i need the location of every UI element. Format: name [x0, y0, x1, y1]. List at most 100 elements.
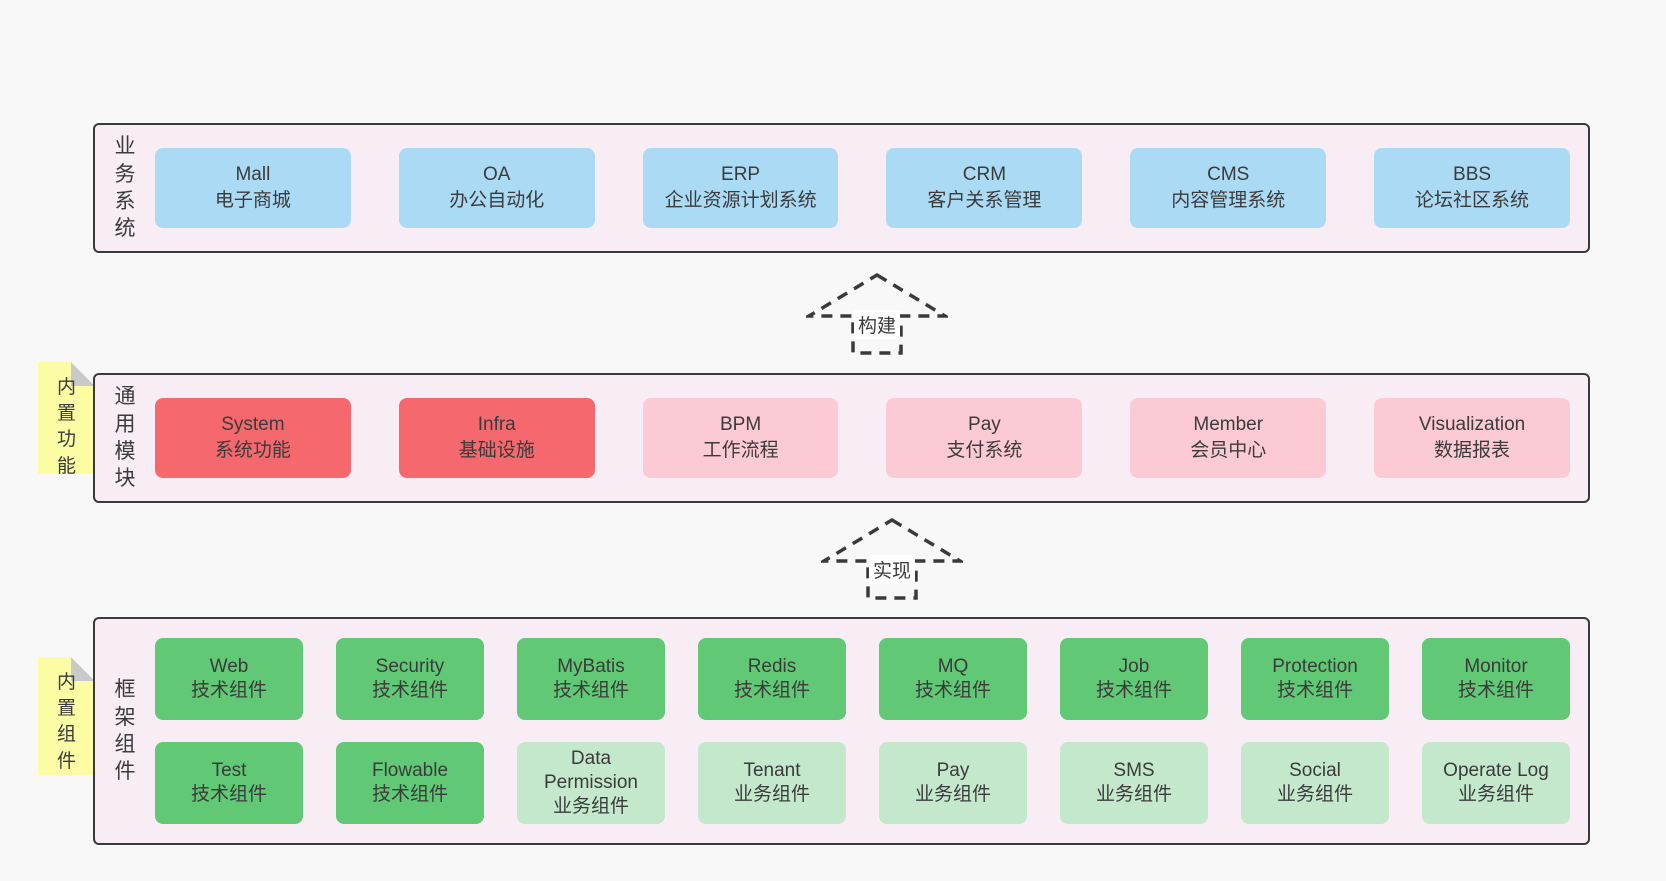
- arrow-implement: 实现: [821, 517, 963, 601]
- box-tenant: Tenant 业务组件: [698, 742, 846, 824]
- box-operate-log: Operate Log 业务组件: [1422, 742, 1570, 824]
- box-subtitle: 支付系统: [946, 440, 1023, 461]
- box-subtitle: 基础设施: [458, 440, 535, 461]
- box-title: CRM: [962, 164, 1007, 186]
- box-bpm: BPM 工作流程: [642, 398, 839, 478]
- box-title: ERP: [721, 164, 761, 186]
- sticky-note-builtin-components: 内置组件: [38, 657, 95, 775]
- box-title: Mall: [235, 164, 271, 186]
- box-title: Job: [1118, 655, 1150, 677]
- layer-label-text: 业务系统: [114, 135, 136, 241]
- box-monitor: Monitor 技术组件: [1422, 638, 1570, 720]
- box-subtitle: 内容管理系统: [1171, 190, 1286, 211]
- layer-label-text: 框架组件: [114, 678, 136, 784]
- box-data-permission: Data Permission 业务组件: [517, 742, 665, 824]
- box-subtitle: 技术组件: [1276, 680, 1353, 701]
- box-subtitle: 办公自动化: [449, 190, 545, 211]
- box-subtitle: 技术组件: [733, 680, 810, 701]
- box-title: Protection: [1272, 655, 1358, 677]
- box-subtitle: 数据报表: [1434, 440, 1511, 461]
- box-title: SMS: [1113, 759, 1155, 781]
- layer-label-modules: 通用模块: [95, 383, 155, 492]
- box-title: MQ: [937, 655, 969, 677]
- box-title: OA: [483, 164, 511, 186]
- business-boxes-row: Mall 电子商城 OA 办公自动化 ERP 企业资源计划系统 CRM 客户关系…: [155, 148, 1588, 228]
- box-title: Infra: [477, 414, 516, 436]
- box-subtitle: 技术组件: [371, 784, 448, 805]
- up-block-arrow-icon: [806, 272, 948, 355]
- box-title: Visualization: [1418, 414, 1526, 436]
- box-subtitle: 电子商城: [214, 190, 291, 211]
- layer-label-framework: 框架组件: [95, 676, 155, 785]
- box-title: Tenant: [743, 759, 801, 781]
- box-security: Security 技术组件: [336, 638, 484, 720]
- sticky-note-builtin-functions: 内置功能: [38, 362, 95, 474]
- box-title: Member: [1193, 414, 1264, 436]
- layer-label-text: 通用模块: [114, 385, 136, 491]
- box-subtitle: 业务组件: [733, 784, 810, 805]
- box-subtitle: 技术组件: [1095, 680, 1172, 701]
- box-title: Social: [1289, 759, 1341, 781]
- box-title: BPM: [719, 414, 762, 436]
- box-infra: Infra 基础设施: [398, 398, 595, 478]
- arrow-label: 实现: [868, 555, 916, 584]
- box-test: Test 技术组件: [155, 742, 303, 824]
- box-flowable: Flowable 技术组件: [336, 742, 484, 824]
- box-title: Flowable: [371, 759, 449, 781]
- box-redis: Redis 技术组件: [698, 638, 846, 720]
- box-sms: SMS 业务组件: [1060, 742, 1208, 824]
- layer-label-business: 业务系统: [95, 133, 155, 242]
- box-member: Member 会员中心: [1130, 398, 1327, 478]
- box-crm: CRM 客户关系管理: [886, 148, 1083, 228]
- layer-framework-components: 框架组件 Web 技术组件 Security 技术组件 MyBatis 技术组件…: [93, 617, 1590, 845]
- box-web: Web 技术组件: [155, 638, 303, 720]
- box-subtitle: 业务组件: [1276, 784, 1353, 805]
- box-subtitle: 业务组件: [1095, 784, 1172, 805]
- box-subtitle: 技术组件: [1457, 680, 1534, 701]
- box-title: Test: [211, 759, 247, 781]
- box-title: System: [221, 414, 285, 436]
- box-erp: ERP 企业资源计划系统: [642, 148, 839, 228]
- box-title: Pay: [968, 414, 1001, 436]
- box-subtitle: 技术组件: [190, 784, 267, 805]
- box-subtitle: 企业资源计划系统: [664, 190, 817, 211]
- box-bbs: BBS 论坛社区系统: [1374, 148, 1570, 228]
- framework-row-1: Web 技术组件 Security 技术组件 MyBatis 技术组件 Redi…: [155, 638, 1570, 720]
- box-title: Data Permission: [544, 747, 638, 793]
- module-boxes-row: System 系统功能 Infra 基础设施 BPM 工作流程 Pay 支付系统…: [155, 398, 1588, 478]
- box-title: Web: [209, 655, 249, 677]
- box-subtitle: 论坛社区系统: [1415, 190, 1530, 211]
- box-protection: Protection 技术组件: [1241, 638, 1389, 720]
- box-subtitle: 技术组件: [190, 680, 267, 701]
- box-subtitle: 客户关系管理: [927, 190, 1042, 211]
- box-social: Social 业务组件: [1241, 742, 1389, 824]
- box-system: System 系统功能: [155, 398, 351, 478]
- layer-business-systems: 业务系统 Mall 电子商城 OA 办公自动化 ERP 企业资源计划系统 CRM…: [93, 123, 1590, 253]
- box-title: Security: [375, 655, 445, 677]
- note-label: 内置功能: [56, 377, 76, 477]
- box-pay-module: Pay 支付系统: [886, 398, 1083, 478]
- box-visualization: Visualization 数据报表: [1374, 398, 1570, 478]
- box-subtitle: 工作流程: [702, 440, 779, 461]
- box-mall: Mall 电子商城: [155, 148, 351, 228]
- box-subtitle: 技术组件: [371, 680, 448, 701]
- box-title: Redis: [747, 655, 797, 677]
- box-subtitle: 技术组件: [914, 680, 991, 701]
- box-title: Operate Log: [1443, 759, 1549, 781]
- box-title: BBS: [1453, 164, 1492, 186]
- arrow-label: 构建: [853, 310, 901, 339]
- arrow-build: 构建: [806, 272, 948, 356]
- box-mq: MQ 技术组件: [879, 638, 1027, 720]
- box-title: Pay: [936, 759, 970, 781]
- box-job: Job 技术组件: [1060, 638, 1208, 720]
- note-label: 内置组件: [56, 672, 76, 772]
- box-oa: OA 办公自动化: [398, 148, 595, 228]
- box-subtitle: 业务组件: [1457, 784, 1534, 805]
- box-subtitle: 技术组件: [552, 680, 629, 701]
- box-mybatis: MyBatis 技术组件: [517, 638, 665, 720]
- box-title: CMS: [1207, 164, 1250, 186]
- box-subtitle: 会员中心: [1190, 440, 1267, 461]
- box-subtitle: 业务组件: [914, 784, 991, 805]
- box-subtitle: 系统功能: [214, 440, 291, 461]
- box-title: MyBatis: [557, 655, 625, 677]
